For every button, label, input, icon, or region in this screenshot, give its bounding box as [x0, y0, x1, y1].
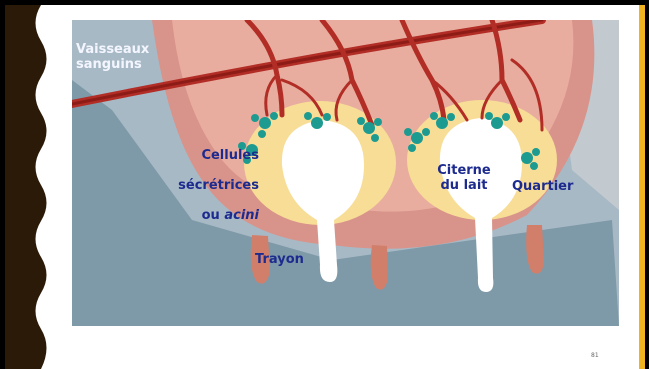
accent-bar [639, 5, 645, 369]
label-cells-line-2: sécrétrices [165, 178, 259, 193]
slide: Vaisseaux sanguins Cellules sécrétrices … [5, 5, 645, 369]
label-cells-line-1: Cellules [165, 148, 259, 163]
label-secretory-cells: Cellules sécrétrices ou acini [165, 133, 259, 238]
label-milk-cistern: Citerne du lait [432, 163, 496, 193]
label-quarter: Quartier [512, 179, 573, 194]
label-cells-line-3-italic: acini [224, 208, 259, 223]
decorative-wavy-band [5, 5, 50, 369]
udder-diagram [72, 20, 619, 326]
label-vessels: Vaisseaux sanguins [76, 42, 149, 72]
label-teat: Trayon [255, 252, 304, 267]
label-cells-line-3-prefix: ou [202, 208, 225, 223]
udder-anatomy-figure: Vaisseaux sanguins Cellules sécrétrices … [72, 20, 619, 326]
page-number: 81 [591, 352, 599, 359]
label-cells-line-3: ou acini [165, 208, 259, 223]
